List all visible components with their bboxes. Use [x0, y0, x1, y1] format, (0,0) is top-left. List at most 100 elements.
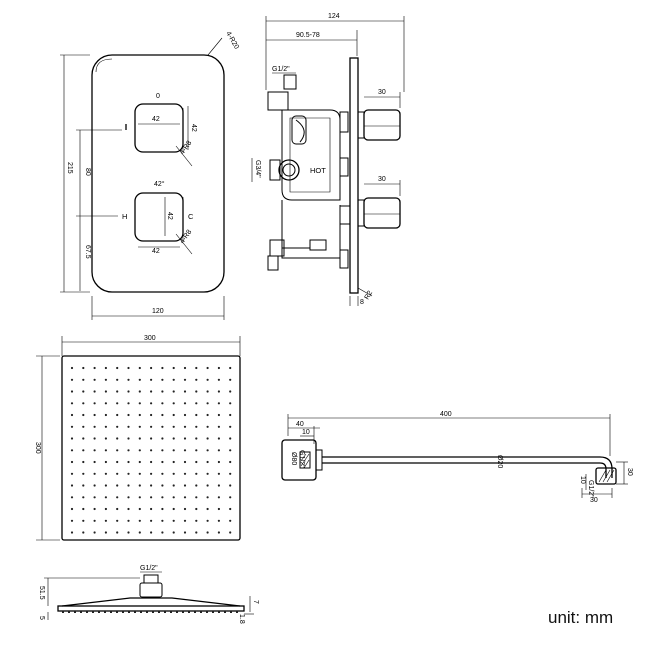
nozzle-dot	[93, 437, 96, 440]
nozzle-dot	[195, 507, 198, 511]
nozzle-dot	[138, 413, 141, 417]
nozzle-dot	[116, 437, 119, 440]
bottom-knob-radius-dim: 4-R8	[179, 229, 193, 246]
nozzle-dot	[150, 390, 153, 393]
nozzle-dot	[206, 484, 209, 487]
arm-left-thread-hatch	[300, 453, 310, 469]
nozzle-dot	[127, 484, 130, 487]
nozzle-dot	[217, 366, 220, 370]
lower-offset-dim: 67.5	[84, 245, 91, 259]
side-nozzle	[194, 611, 196, 613]
nozzle-dot	[195, 413, 198, 417]
nozzle-dot	[229, 390, 232, 393]
nozzle-dot	[138, 507, 141, 511]
nozzle-dot	[217, 519, 220, 522]
nozzle-dot	[183, 449, 187, 452]
nozzle-dot	[183, 402, 187, 405]
arm-offset-dim: 30	[590, 497, 598, 504]
nozzle-dot	[150, 496, 153, 499]
side-nozzle	[218, 611, 220, 613]
nozzle-dot	[82, 390, 85, 393]
nozzle-dot	[172, 507, 175, 511]
head-height-51-5-dim: 51.5	[38, 586, 45, 600]
nozzle-dot	[93, 366, 96, 370]
shower-head-plate	[61, 355, 241, 541]
side-nozzle	[140, 611, 142, 613]
nozzle-dot	[104, 460, 107, 464]
side-nozzle	[224, 611, 226, 613]
adjust-depth-dim: 90.5-78	[296, 32, 320, 39]
nozzle-dot	[82, 496, 85, 499]
nozzle-dot	[127, 413, 130, 417]
nozzle-dot	[229, 413, 232, 417]
nozzle-dot	[150, 413, 153, 417]
side-nozzle	[212, 611, 214, 613]
nozzle-dot	[70, 484, 74, 487]
side-nozzle	[74, 611, 76, 613]
nozzle-dot	[93, 425, 96, 428]
nozzle-dot	[127, 531, 130, 534]
side-nozzle	[134, 611, 136, 613]
nozzle-dot	[150, 366, 153, 370]
nozzle-dot	[150, 460, 153, 464]
nozzle-dot	[161, 460, 164, 464]
nozzle-dot	[161, 507, 164, 511]
nozzle-dot	[172, 413, 175, 417]
nozzle-dot	[172, 496, 175, 499]
nozzle-dot	[161, 413, 164, 417]
nozzle-dot	[82, 366, 85, 370]
arm-end-fitting	[595, 467, 617, 485]
nozzle-dot	[127, 425, 130, 428]
side-nozzle	[206, 611, 208, 613]
side-nozzle	[158, 611, 160, 613]
nozzle-dot	[172, 366, 175, 370]
corner-radius-dim: 4-R20	[224, 31, 240, 51]
nozzle-dot	[195, 378, 198, 381]
nozzle-dot	[104, 496, 107, 499]
side-nozzle	[86, 611, 88, 613]
nozzle-dot	[70, 496, 74, 499]
nozzle-dot	[217, 449, 220, 452]
nozzle-dot	[229, 507, 232, 511]
top-knob-label: 0	[156, 93, 160, 100]
nozzle-dot	[127, 449, 130, 452]
nozzle-dot	[116, 531, 119, 534]
nozzle-dot	[116, 507, 119, 511]
nozzle-dot	[217, 390, 220, 393]
side-nozzle	[80, 611, 82, 613]
nozzle-dot	[161, 496, 164, 499]
side-nozzle	[62, 611, 64, 613]
nozzle-dot	[116, 496, 119, 499]
arm-drop-dim: 30	[626, 468, 633, 476]
nozzle-dot	[195, 437, 198, 440]
top-knob-radius-dim: 4-R8	[179, 140, 193, 157]
nozzle-dot	[183, 496, 187, 499]
nozzle-dot	[138, 390, 141, 393]
valve-front-view: 4-R20 0 42 42 4-R8 42° 42 4-R8 42 H C 80…	[60, 31, 240, 320]
nozzle-dot	[172, 425, 175, 428]
nozzle-dot	[138, 425, 141, 428]
nozzle-dot	[127, 460, 130, 464]
bottom-knob-height-dim: 42	[166, 212, 173, 220]
hot-side-label: H	[122, 212, 127, 221]
nozzle-dot	[195, 402, 198, 405]
nozzle-dot	[229, 460, 232, 464]
nozzle-dot	[104, 390, 107, 393]
nozzle-dot	[217, 378, 220, 381]
valve-side-view: 124 90.5-78 G1/2" HOT G3/4"	[251, 13, 405, 306]
nozzle-dot	[150, 378, 153, 381]
nozzle-dot	[172, 390, 175, 393]
nozzle-dot	[195, 531, 198, 534]
nozzle-dot	[161, 531, 164, 534]
head-thread-label: G1/2"	[140, 565, 158, 572]
nozzle-dot	[161, 484, 164, 487]
nozzle-dot	[183, 366, 187, 370]
nozzle-dot	[70, 449, 74, 452]
nozzle-dot	[161, 519, 164, 522]
nozzle-dot	[206, 496, 209, 499]
nozzle-dot	[116, 519, 119, 522]
nozzle-dot	[206, 519, 209, 522]
nozzle-dot	[206, 425, 209, 428]
nozzle-dot	[116, 460, 119, 464]
nozzle-dot	[172, 378, 175, 381]
